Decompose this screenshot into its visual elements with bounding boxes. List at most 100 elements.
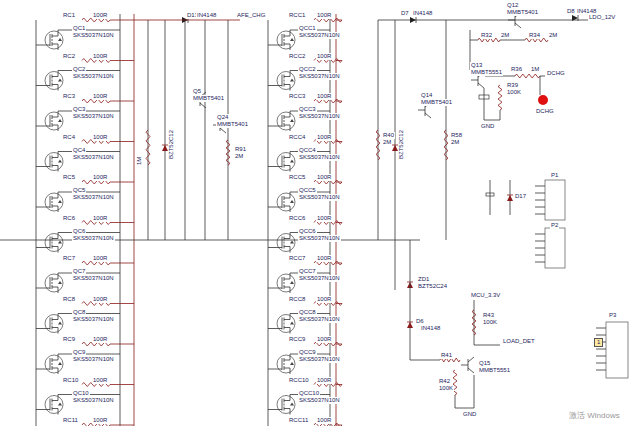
wire [268, 409, 276, 410]
wire [52, 44, 58, 45]
wire [282, 277, 283, 289]
part-label: QC4 [72, 147, 86, 154]
wire [58, 192, 59, 198]
wire [52, 246, 58, 247]
wire [500, 110, 501, 120]
wire [540, 76, 545, 77]
wire [290, 111, 291, 117]
wire [58, 111, 59, 117]
wire [52, 161, 53, 163]
wire [110, 222, 134, 223]
part-label: SKS5037N10N [298, 316, 341, 323]
part-label: 100K [482, 319, 498, 326]
part-label: IN4148 [412, 10, 433, 17]
part-label: 2M [500, 32, 510, 39]
wire [44, 166, 50, 167]
wire [535, 255, 545, 256]
wire [58, 70, 120, 71]
wire [418, 110, 425, 111]
wire [282, 75, 283, 87]
wire [284, 125, 290, 126]
part-label: QCC10 [298, 390, 320, 397]
part-label: 2M [382, 139, 392, 146]
wire [268, 85, 276, 86]
wire [336, 303, 342, 304]
wire [596, 328, 606, 329]
part-label: AFE_CHG [236, 12, 266, 19]
wire [58, 233, 59, 239]
diode-mark [58, 38, 62, 41]
part-label: QCC2 [298, 66, 317, 73]
wire [290, 354, 291, 360]
wire [290, 314, 291, 320]
part-label: QCC6 [298, 228, 317, 235]
wire [284, 80, 285, 82]
wire [276, 409, 282, 410]
wire [52, 120, 53, 122]
wire [268, 126, 276, 127]
part-label: Q12 [506, 2, 519, 9]
wire [336, 425, 342, 426]
part-label: SKS5037N10N [298, 154, 341, 161]
part-label: DCHG [535, 108, 555, 115]
wire [535, 186, 545, 187]
wire [120, 14, 121, 426]
mosfet-symbol [277, 396, 295, 414]
wire [50, 34, 51, 46]
wire [110, 182, 134, 183]
wire [284, 238, 290, 239]
wire [470, 40, 478, 41]
wire [484, 120, 500, 121]
wire [110, 141, 134, 142]
part-label: RCC9 [288, 336, 306, 343]
wire [110, 263, 134, 264]
wire [268, 328, 276, 329]
wire [58, 192, 120, 193]
wire [282, 156, 283, 168]
diode-symbol [410, 17, 416, 23]
wire [52, 360, 58, 361]
part-label: D8 [566, 8, 576, 15]
part-label: MMBT5401 [192, 95, 225, 102]
wire [58, 166, 59, 172]
part-label: RC7 [62, 255, 76, 262]
part-label: SKS5037N10N [298, 397, 341, 404]
part-label: SKS5037N10N [72, 194, 115, 201]
wire [58, 247, 59, 253]
wire [268, 45, 276, 46]
wire [290, 166, 291, 172]
part-label: RC9 [62, 336, 76, 343]
part-label: BZT52C12 [398, 129, 405, 160]
part-label: 100R [92, 12, 108, 19]
wire [110, 60, 134, 61]
diode-mark [290, 200, 294, 203]
part-label: RC10 [62, 377, 79, 384]
wire [500, 40, 525, 41]
resistor-symbol [498, 85, 502, 110]
part-label: P1 [550, 172, 559, 179]
wire [58, 273, 59, 279]
wire [416, 17, 417, 23]
wire [276, 166, 282, 167]
wire [50, 358, 51, 370]
part-label: SKS5037N10N [298, 356, 341, 363]
diode-mark [290, 38, 294, 41]
part-label: SKS5037N10N [298, 32, 341, 39]
mosfet-symbol [45, 72, 63, 90]
wire [284, 120, 285, 122]
wire [284, 242, 285, 244]
wire [468, 368, 474, 373]
wire [58, 85, 59, 91]
mosfet-symbol [45, 274, 63, 292]
part-label: D17 [514, 193, 527, 200]
diode-mark [290, 79, 294, 82]
wire [535, 248, 545, 249]
wire [290, 85, 291, 91]
part-label: 100K [438, 385, 454, 392]
diode-mark [58, 322, 62, 325]
wire [290, 152, 291, 158]
wire [58, 354, 59, 360]
diode-mark [58, 362, 62, 365]
part-label: R43 [482, 312, 495, 319]
mosfet-symbol [277, 234, 295, 252]
